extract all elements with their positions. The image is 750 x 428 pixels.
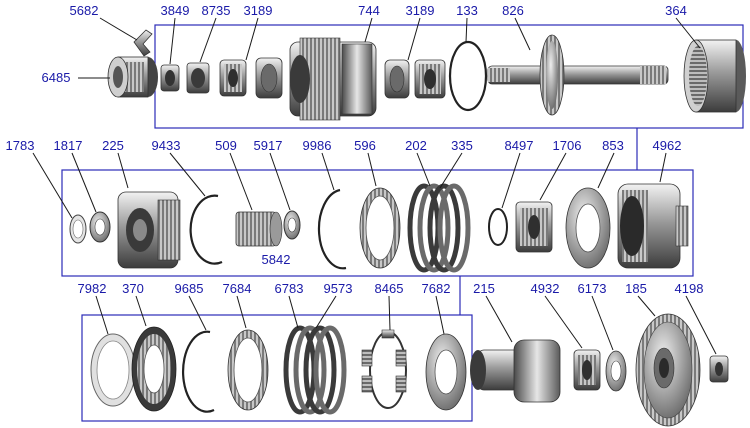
label-509: 509	[215, 138, 237, 153]
label-5682: 5682	[69, 3, 99, 18]
part-1706-needle-bearing	[515, 201, 553, 253]
label-7684: 7684	[222, 281, 252, 296]
part-225-differential	[117, 191, 181, 269]
part-509-sun-gear	[235, 211, 283, 247]
label-744: 744	[358, 3, 380, 18]
part-596-pressure-plate	[359, 187, 401, 269]
label-6173: 6173	[577, 281, 607, 296]
part-1783-washer	[69, 214, 87, 244]
label-3189-top-right: 3189	[405, 3, 435, 18]
label-5842: 5842	[261, 252, 291, 267]
label-6783: 6783	[274, 281, 304, 296]
label-364: 364	[665, 3, 687, 18]
group-frame-middle	[61, 169, 694, 277]
part-202-335-clutch-pack	[407, 183, 471, 273]
part-6173-washer	[605, 350, 627, 392]
part-9433-snap-ring	[189, 194, 223, 265]
part-3189a-taper-bearing	[219, 59, 247, 97]
part-6783-9573-clutch-pack	[283, 325, 347, 415]
part-185-drive-gear	[635, 313, 701, 427]
label-370: 370	[122, 281, 144, 296]
label-8735: 8735	[201, 3, 231, 18]
label-4962: 4962	[652, 138, 682, 153]
part-9685-snap-ring	[181, 330, 215, 413]
label-3189-top-left: 3189	[243, 3, 273, 18]
part-3849-nut	[160, 64, 180, 92]
label-4198: 4198	[674, 281, 704, 296]
part-9986-snap-ring	[317, 188, 347, 270]
part-7682-piston	[425, 333, 467, 411]
part-3189b-cup	[384, 59, 410, 99]
part-744-gear-assembly	[289, 37, 377, 121]
part-8465-return-spring	[361, 329, 407, 409]
label-225: 225	[102, 138, 124, 153]
label-133: 133	[456, 3, 478, 18]
label-853: 853	[602, 138, 624, 153]
part-8497-snap-ring	[488, 208, 508, 246]
label-335: 335	[451, 138, 473, 153]
label-202: 202	[405, 138, 427, 153]
label-1783: 1783	[5, 138, 35, 153]
label-9685: 9685	[174, 281, 204, 296]
part-5917-washer	[283, 210, 301, 240]
part-4962-clutch-drum	[617, 183, 689, 269]
label-596: 596	[354, 138, 376, 153]
part-215-stator-support	[470, 339, 561, 403]
part-8735-race	[186, 62, 210, 94]
part-826-output-shaft	[487, 34, 669, 116]
part-133-snap-ring	[448, 40, 488, 112]
label-3849: 3849	[160, 3, 190, 18]
label-8465: 8465	[374, 281, 404, 296]
label-9433: 9433	[151, 138, 181, 153]
label-215: 215	[473, 281, 495, 296]
part-6485-bearing	[107, 56, 158, 98]
label-4932: 4932	[530, 281, 560, 296]
leader-lines	[32, 17, 717, 355]
label-1817: 1817	[53, 138, 83, 153]
part-1817-washer	[89, 211, 111, 243]
label-9573: 9573	[323, 281, 353, 296]
label-5917: 5917	[253, 138, 283, 153]
part-4932-bearing	[573, 349, 601, 391]
part-7982-thrust-washer	[90, 333, 136, 407]
label-7682: 7682	[421, 281, 451, 296]
part-3189a-cup	[255, 57, 283, 99]
label-9986: 9986	[302, 138, 332, 153]
label-1706: 1706	[552, 138, 582, 153]
part-853-piston	[565, 187, 611, 269]
label-185: 185	[625, 281, 647, 296]
label-8497: 8497	[504, 138, 534, 153]
part-7684-pressure-plate	[227, 329, 269, 411]
part-5682-clip	[133, 29, 153, 57]
part-370-one-way-clutch	[131, 326, 177, 412]
label-7982: 7982	[77, 281, 107, 296]
part-4198-nut	[709, 355, 729, 383]
part-364-ring-gear	[683, 39, 746, 113]
label-6485: 6485	[41, 70, 71, 85]
label-826: 826	[502, 3, 524, 18]
part-3189b-taper-bearing	[414, 59, 446, 99]
